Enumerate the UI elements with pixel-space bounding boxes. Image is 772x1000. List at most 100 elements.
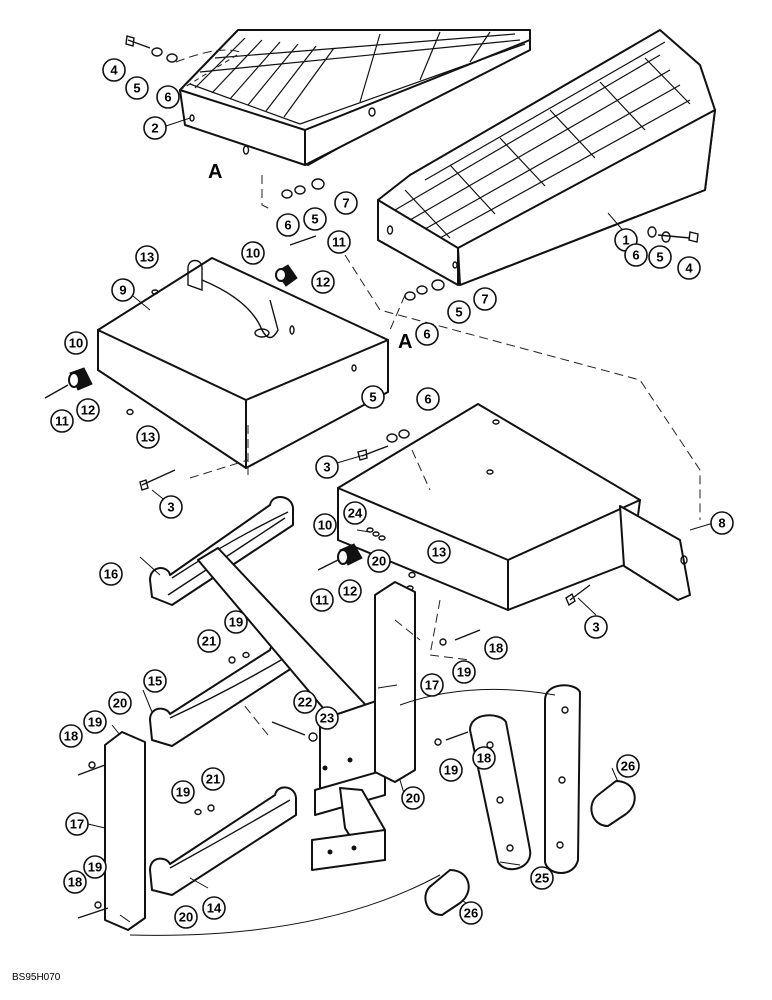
svg-text:6: 6 — [164, 90, 171, 105]
svg-text:21: 21 — [202, 634, 216, 649]
callout-17-b: 17 — [65, 812, 89, 836]
callout-5-b: 5 — [303, 207, 327, 231]
svg-text:19: 19 — [88, 860, 102, 875]
callout-6-c: 6 — [624, 243, 648, 267]
svg-text:20: 20 — [179, 910, 193, 925]
svg-text:12: 12 — [316, 275, 330, 290]
callout-10-b: 10 — [64, 331, 88, 355]
svg-text:21: 21 — [206, 772, 220, 787]
callout-19-f: 19 — [83, 855, 107, 879]
svg-text:19: 19 — [229, 615, 243, 630]
svg-text:6: 6 — [423, 327, 430, 342]
callout-20-a: 20 — [367, 549, 391, 573]
svg-text:2: 2 — [151, 121, 158, 136]
callout-24: 24 — [343, 501, 367, 525]
grommet-left — [68, 367, 93, 391]
svg-text:9: 9 — [119, 283, 126, 298]
step-box-right — [337, 403, 691, 611]
callout-8: 8 — [710, 511, 734, 535]
callout-21-b: 21 — [201, 767, 225, 791]
svg-text:10: 10 — [318, 518, 332, 533]
callout-6-d: 6 — [415, 322, 439, 346]
bumpers — [424, 780, 636, 916]
svg-text:6: 6 — [424, 392, 431, 407]
support-plates — [469, 684, 581, 874]
svg-text:18: 18 — [489, 641, 503, 656]
svg-text:3: 3 — [167, 500, 174, 515]
callout-14: 14 — [202, 896, 226, 920]
callout-3-a: 3 — [315, 455, 339, 479]
svg-text:10: 10 — [69, 336, 83, 351]
svg-text:6: 6 — [284, 218, 291, 233]
svg-text:5: 5 — [455, 305, 462, 320]
callout-25: 25 — [530, 866, 554, 890]
callout-18-a: 18 — [484, 636, 508, 660]
callout-7-b: 7 — [473, 287, 497, 311]
callout-18-b: 18 — [472, 746, 496, 770]
callout-18-d: 18 — [63, 870, 87, 894]
callout-10-c: 10 — [313, 513, 337, 537]
reference-mark-a-lower: A — [398, 331, 412, 353]
callout-5-c: 5 — [648, 245, 672, 269]
callout-18-c: 18 — [59, 724, 83, 748]
svg-text:19: 19 — [444, 763, 458, 778]
callout-6-a: 6 — [156, 85, 180, 109]
svg-text:24: 24 — [348, 506, 363, 521]
grommet-ladder — [337, 543, 363, 566]
svg-text:13: 13 — [432, 545, 446, 560]
callout-13-a: 13 — [135, 245, 159, 269]
grated-step-upper-left — [179, 29, 531, 166]
callout-5-a: 5 — [125, 76, 149, 100]
svg-text:12: 12 — [343, 584, 357, 599]
svg-text:18: 18 — [477, 751, 491, 766]
callout-11-b: 11 — [50, 409, 74, 433]
callout-11-a: 11 — [327, 230, 351, 254]
callout-22: 22 — [293, 690, 317, 714]
svg-text:3: 3 — [592, 620, 599, 635]
callout-13-b: 13 — [136, 425, 160, 449]
svg-text:5: 5 — [133, 81, 140, 96]
svg-text:19: 19 — [457, 665, 471, 680]
callout-21-a: 21 — [197, 629, 221, 653]
callout-15: 15 — [143, 669, 167, 693]
svg-text:26: 26 — [464, 906, 478, 921]
svg-text:7: 7 — [342, 196, 349, 211]
svg-text:11: 11 — [55, 414, 69, 429]
svg-text:5: 5 — [311, 212, 318, 227]
callout-7-a: 7 — [334, 191, 358, 215]
svg-text:23: 23 — [320, 711, 334, 726]
svg-text:19: 19 — [88, 715, 102, 730]
callout-3-b: 3 — [159, 495, 183, 519]
svg-text:17: 17 — [70, 817, 84, 832]
callout-19-c: 19 — [439, 758, 463, 782]
svg-text:11: 11 — [315, 593, 329, 608]
svg-text:11: 11 — [332, 235, 346, 250]
callout-17-a: 17 — [420, 673, 444, 697]
callout-6-e: 6 — [416, 387, 440, 411]
svg-text:16: 16 — [104, 567, 118, 582]
svg-text:20: 20 — [406, 791, 420, 806]
callout-4-a: 4 — [102, 58, 126, 82]
callout-20-b: 20 — [108, 691, 132, 715]
callout-10-a: 10 — [241, 241, 265, 265]
callout-2: 2 — [143, 116, 167, 140]
callout-20-c: 20 — [401, 786, 425, 810]
svg-text:15: 15 — [148, 674, 162, 689]
step-box-left — [97, 257, 389, 469]
callout-11-c: 11 — [310, 588, 334, 612]
svg-text:10: 10 — [246, 246, 260, 261]
callout-19-e: 19 — [171, 780, 195, 804]
svg-text:6: 6 — [632, 248, 639, 263]
svg-text:8: 8 — [718, 516, 725, 531]
assembly-lines — [175, 49, 701, 736]
svg-text:13: 13 — [141, 430, 155, 445]
callout-13-c: 13 — [427, 540, 451, 564]
ladder-frame — [104, 496, 416, 931]
callout-12-a: 12 — [311, 270, 335, 294]
callout-19-a: 19 — [224, 610, 248, 634]
callout-26-a: 26 — [616, 754, 640, 778]
reference-mark-a-upper: A — [208, 161, 222, 183]
callout-19-d: 19 — [83, 710, 107, 734]
svg-text:1: 1 — [622, 233, 629, 248]
